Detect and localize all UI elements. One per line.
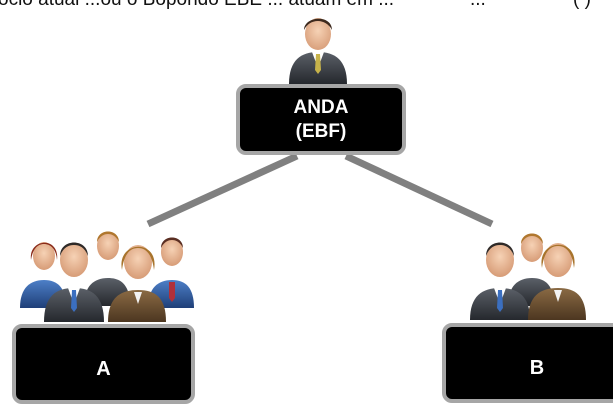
cropped-caption: ócio atual ...ou o Bopondo EBE ... atuam… bbox=[0, 0, 613, 11]
root-node-title: ANDA bbox=[293, 96, 349, 118]
caption-fragment-right: ( ) bbox=[573, 0, 591, 11]
child-node-b-label: B bbox=[529, 356, 545, 379]
root-node: ANDA (EBF) bbox=[236, 84, 406, 155]
connector-lines bbox=[146, 152, 494, 228]
connector-root-a bbox=[146, 152, 299, 228]
team-icon bbox=[16, 222, 198, 322]
child-node-a: A bbox=[12, 324, 195, 404]
team-icon bbox=[466, 226, 590, 320]
businessman-icon bbox=[283, 4, 353, 84]
connector-root-b bbox=[344, 152, 494, 228]
child-node-b: B bbox=[442, 323, 613, 403]
caption-fragment-mid: ... bbox=[470, 0, 486, 11]
caption-fragment-left: ócio atual ...ou o Bopondo EBE ... atuam… bbox=[0, 0, 394, 11]
child-node-a-label: A bbox=[96, 357, 111, 380]
root-node-subtitle: (EBF) bbox=[295, 120, 347, 142]
